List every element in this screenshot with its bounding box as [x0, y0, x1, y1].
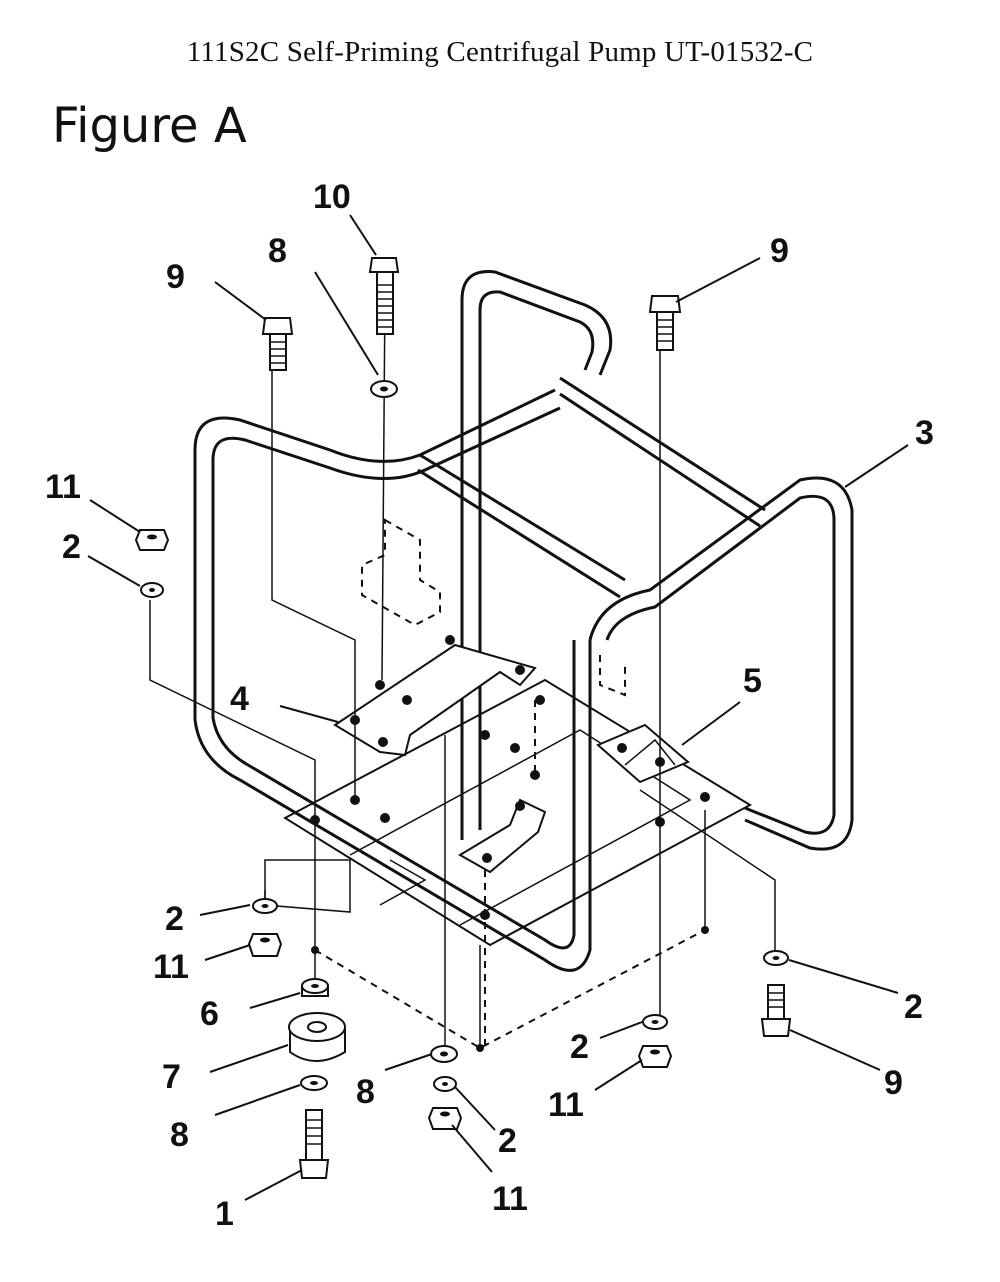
washer-2-bottom: [433, 1076, 457, 1092]
nut-11-bottom: [427, 1107, 463, 1130]
mount-bracket-5: [458, 723, 690, 874]
washer-2-left: [140, 582, 164, 598]
callout-8-bottom: 8: [356, 1073, 375, 1111]
bolt-10: [368, 257, 400, 335]
callout-11-bottom: 11: [492, 1180, 528, 1218]
callout-6: 6: [200, 995, 219, 1033]
nut-11-mid-left: [247, 933, 283, 957]
washer-8-bottom: [430, 1045, 458, 1063]
rubber-mount-7: [288, 1012, 346, 1062]
washer-8-low-left: [300, 1075, 328, 1091]
callout-11-left: 11: [45, 468, 81, 506]
washer-2-right: [763, 950, 789, 966]
callout-2-left: 2: [62, 528, 81, 566]
document-header: 111S2C Self-Priming Centrifugal Pump UT-…: [186, 36, 814, 68]
bolt-1: [298, 1109, 330, 1179]
callout-4: 4: [230, 680, 249, 718]
figure-title: Figure A: [52, 98, 247, 154]
callout-2-right-low: 2: [570, 1028, 589, 1066]
washer-8-top: [370, 380, 398, 398]
callout-7: 7: [162, 1058, 181, 1096]
nut-11-right-low: [637, 1045, 673, 1068]
nut-11-left: [134, 529, 170, 551]
engine-foot-ghost: [361, 518, 626, 697]
bolt-9-top-right: [648, 295, 682, 351]
washer-2-mid-left: [252, 898, 278, 914]
callout-1: 1: [215, 1195, 234, 1233]
tubular-frame: [193, 270, 854, 972]
callout-labels: 10 8 9 9 3 11 2 4 5 2 11 6 7 8 1 8 2 11 …: [45, 178, 934, 1233]
callout-9-right-bottom: 9: [884, 1064, 903, 1102]
callout-11-mid-left: 11: [153, 948, 189, 986]
callout-9-top-left: 9: [166, 258, 185, 296]
callout-2-mid-left: 2: [165, 900, 184, 938]
leader-lines: [149, 289, 776, 1045]
skid-base: [264, 678, 753, 1052]
callout-10: 10: [313, 178, 351, 216]
callout-9-top-right: 9: [770, 232, 789, 270]
spacer-6: [301, 978, 329, 997]
callout-5: 5: [743, 662, 762, 700]
bolt-9-bottom-right: [760, 984, 792, 1037]
callout-pointers: [87, 214, 909, 1201]
callout-3: 3: [915, 414, 934, 452]
callout-11-right-low: 11: [548, 1086, 584, 1124]
mount-bracket-4: [333, 635, 537, 757]
callout-8-top: 8: [268, 232, 287, 270]
washer-2-right-low: [642, 1014, 668, 1030]
callout-8-low-left: 8: [170, 1116, 189, 1154]
callout-2-bottom: 2: [498, 1122, 517, 1160]
callout-2-right: 2: [904, 988, 923, 1026]
bolt-9-top-left: [261, 317, 294, 371]
